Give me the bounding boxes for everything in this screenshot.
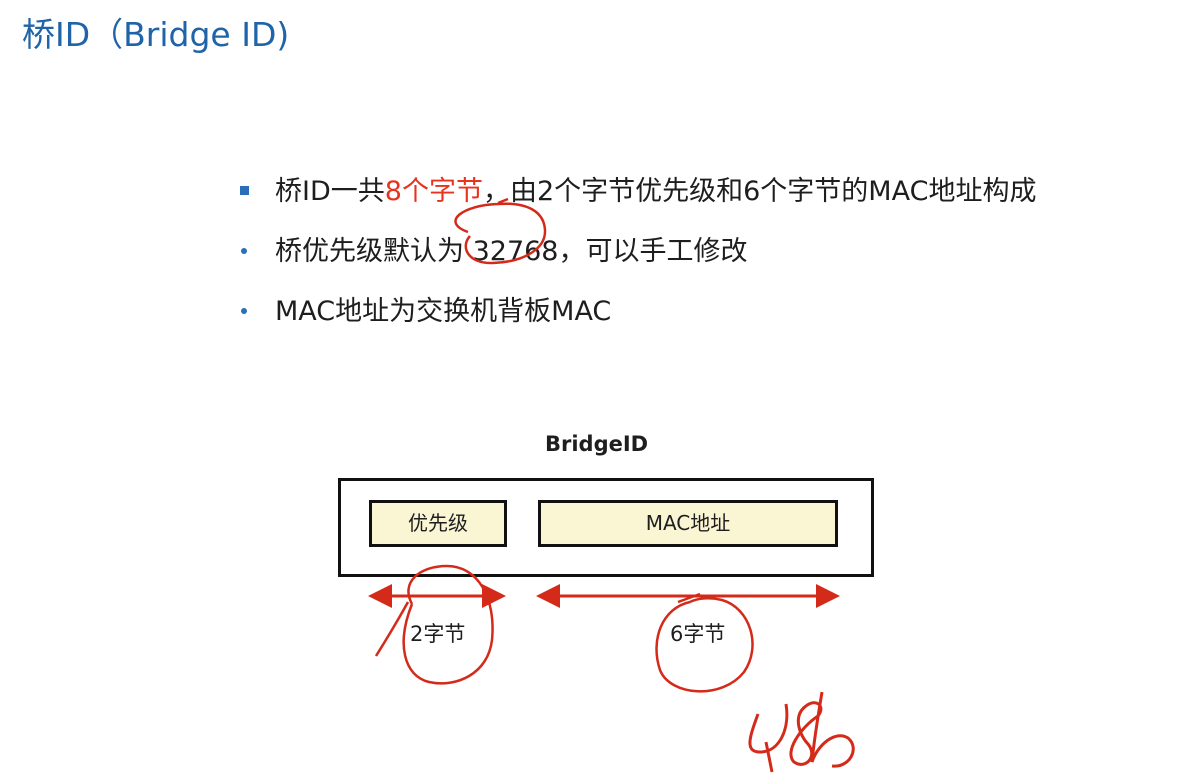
bullet-text-end: ，由2个字节优先级和6个字节的MAC地址构成	[482, 176, 1037, 207]
mac-length-label: 6字节	[670, 622, 726, 646]
handwritten-circle-32768	[454, 202, 547, 265]
square-bullet-icon	[240, 186, 249, 195]
dot-bullet-icon	[241, 308, 247, 314]
dot-bullet-icon	[241, 248, 247, 254]
diagram-title: BridgeID	[545, 432, 649, 456]
handwritten-stroke	[374, 601, 410, 657]
bullet-text: MAC地址为交换机背板MAC	[275, 296, 612, 327]
bullet-text: 桥ID一共8个字节，由2个字节优先级和6个字节的MAC地址构成	[275, 166, 1036, 218]
handwritten-letter-b	[810, 691, 855, 768]
handwritten-circle-6-bytes	[655, 597, 754, 693]
handwritten-circle-2-bytes	[402, 564, 494, 685]
handwritten-stroke	[677, 592, 701, 604]
mac-address-field: MAC地址	[538, 500, 838, 547]
bullet-text-start: 桥ID一共	[275, 176, 385, 207]
highlight-text: 8个字节	[384, 176, 483, 207]
bridge-id-frame	[338, 478, 874, 577]
handwritten-stroke	[497, 197, 509, 205]
slide-title: 桥ID（Bridge ID)	[22, 15, 290, 54]
handwritten-digit-8	[789, 701, 823, 766]
priority-length-label: 2字节	[410, 622, 466, 646]
priority-field: 优先级	[369, 500, 507, 547]
handwritten-digit-4	[748, 703, 789, 773]
